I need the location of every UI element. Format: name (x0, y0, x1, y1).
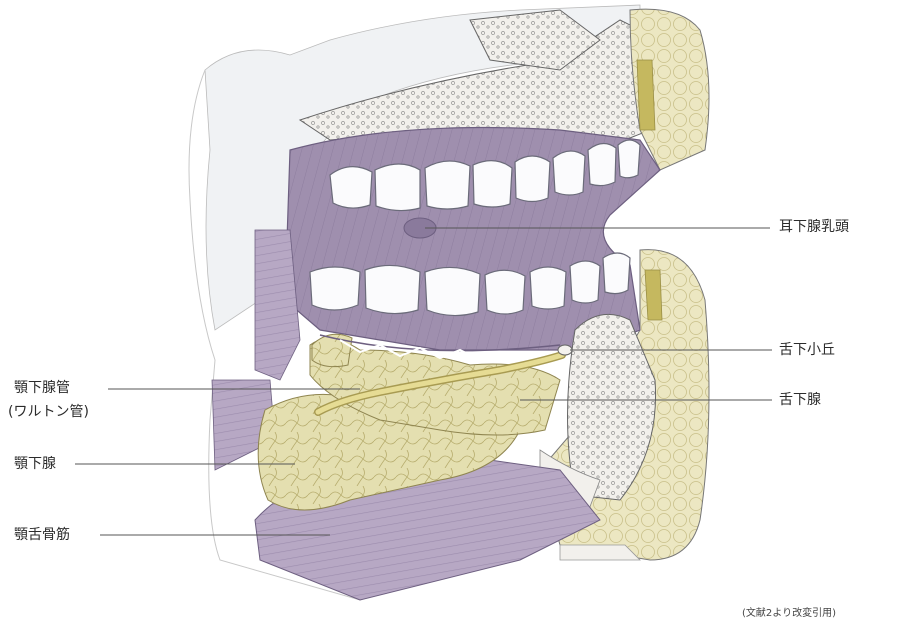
label-wharton-duct: (ワルトン管) (8, 403, 89, 421)
label-sublingual-caruncle: 舌下小丘 (779, 341, 835, 359)
sublingual-caruncle (558, 345, 572, 355)
label-sublingual-gland: 舌下腺 (779, 391, 821, 409)
label-parotid-papilla: 耳下腺乳頭 (779, 218, 849, 236)
label-submandibular-gland: 顎下腺 (14, 455, 56, 473)
label-mylohyoid-muscle: 顎舌骨筋 (14, 526, 70, 544)
label-submandibular-duct: 顎下腺管 (14, 379, 70, 397)
source-note: (文献2より改変引用) (742, 604, 836, 619)
